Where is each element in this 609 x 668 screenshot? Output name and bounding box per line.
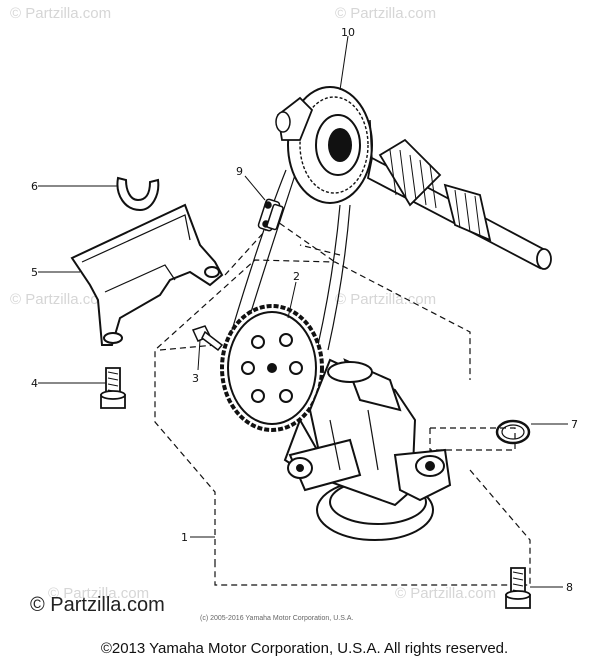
footer-copyright: ©2013 Yamaha Motor Corporation, U.S.A. A… — [100, 640, 509, 657]
part-3-bolt — [191, 325, 224, 352]
watermark: © Partzilla.com — [10, 5, 111, 22]
callout-5: 5 — [31, 266, 38, 279]
callout-4: 4 — [31, 377, 38, 390]
part-7-o-ring — [495, 419, 531, 445]
callout-6: 6 — [31, 180, 38, 193]
watermark: © Partzilla.com — [395, 585, 496, 602]
watermark: © Partzilla.com — [48, 585, 149, 602]
callout-8: 8 — [566, 581, 573, 594]
callout-1: 1 — [181, 531, 188, 544]
callout-10: 10 — [341, 26, 355, 39]
callout-3: 3 — [192, 372, 199, 385]
callout-7: 7 — [571, 418, 578, 431]
partzilla-logo: © Partzilla.com — [30, 594, 165, 616]
oil-pump-assembly — [283, 358, 452, 541]
watermark-layer: © Partzilla.com © Partzilla.com © Partzi… — [10, 5, 496, 602]
main-axle-shaft — [366, 138, 552, 270]
callout-2: 2 — [293, 270, 300, 283]
part-4-bolt — [100, 367, 126, 409]
diagram-copyright: (c) 2005-2016 Yamaha Motor Corporation, … — [200, 615, 354, 622]
callout-9: 9 — [236, 165, 243, 178]
watermark: © Partzilla.com — [10, 291, 111, 308]
part-5-cover-plate — [70, 203, 224, 346]
part-10-drive-gear — [275, 86, 373, 204]
watermark: © Partzilla.com — [335, 5, 436, 22]
callout-leaders — [38, 35, 568, 588]
part-8-bolt — [505, 567, 531, 609]
callout-labels: 6 5 4 3 2 9 10 7 8 1 — [31, 26, 578, 594]
part-9-chain-joint — [257, 198, 284, 232]
watermark: © Partzilla.com — [335, 291, 436, 308]
part-6-clip — [116, 176, 160, 212]
part-2-driven-sprocket — [220, 304, 324, 432]
